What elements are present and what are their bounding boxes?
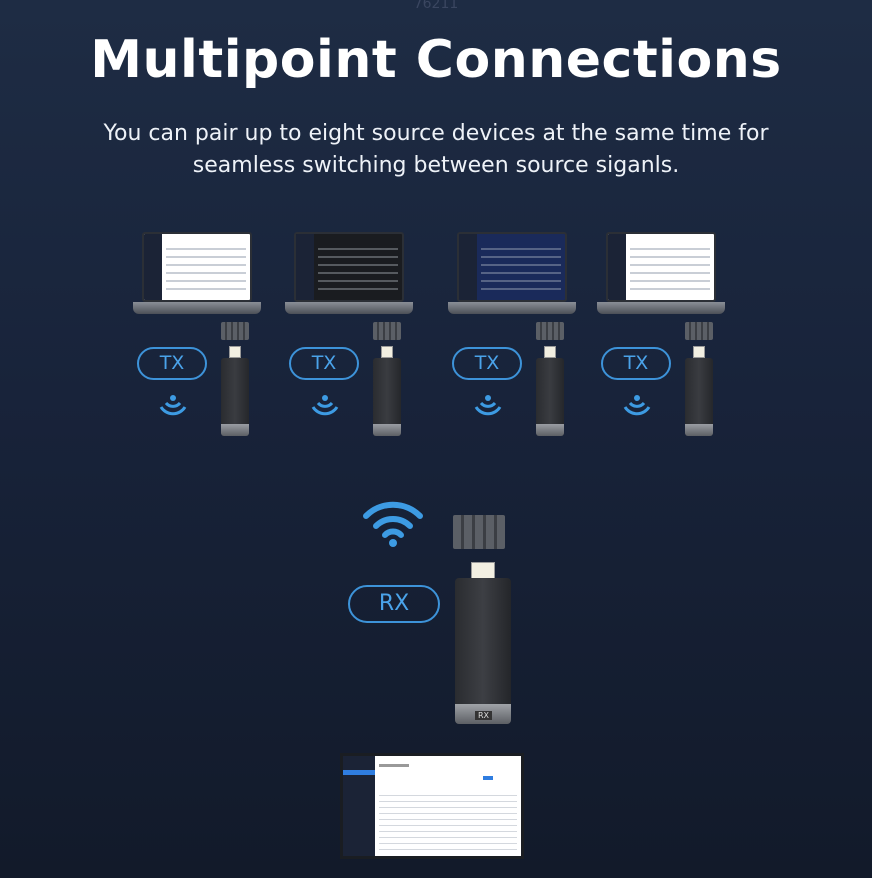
tx-pill-2: TX: [289, 347, 359, 380]
tx-dongle-cap-2: [373, 322, 401, 340]
signal-icon-4: [623, 395, 651, 416]
signal-icon-3: [474, 395, 502, 416]
laptop-3: [448, 232, 576, 316]
rx-dongle: RX: [455, 562, 511, 724]
laptop-2: [285, 232, 413, 316]
wifi-icon: [363, 501, 423, 547]
signal-icon-1: [159, 395, 187, 416]
tx-pill-4: TX: [601, 347, 671, 380]
subtitle: You can pair up to eight source devices …: [103, 121, 769, 178]
tx-dongle-cap-3: [536, 322, 564, 340]
rx-pill: RX: [348, 585, 440, 623]
tx-dongle-2: [373, 346, 401, 436]
rx-dongle-cap: [453, 515, 505, 549]
tx-dongle-4: [685, 346, 713, 436]
tx-pill-3: TX: [452, 347, 522, 380]
laptop-4: [597, 232, 725, 316]
tx-dongle-cap-4: [685, 322, 713, 340]
tx-dongle-1: [221, 346, 249, 436]
tx-dongle-cap-1: [221, 322, 249, 340]
tx-pill-1: TX: [137, 347, 207, 380]
signal-icon-2: [311, 395, 339, 416]
rx-stick-label: RX: [475, 711, 493, 720]
laptop-1: [133, 232, 261, 316]
tx-dongle-3: [536, 346, 564, 436]
watermark: 76211: [413, 0, 459, 12]
page-title: Multipoint Connections: [90, 30, 782, 90]
monitor: [340, 753, 524, 859]
